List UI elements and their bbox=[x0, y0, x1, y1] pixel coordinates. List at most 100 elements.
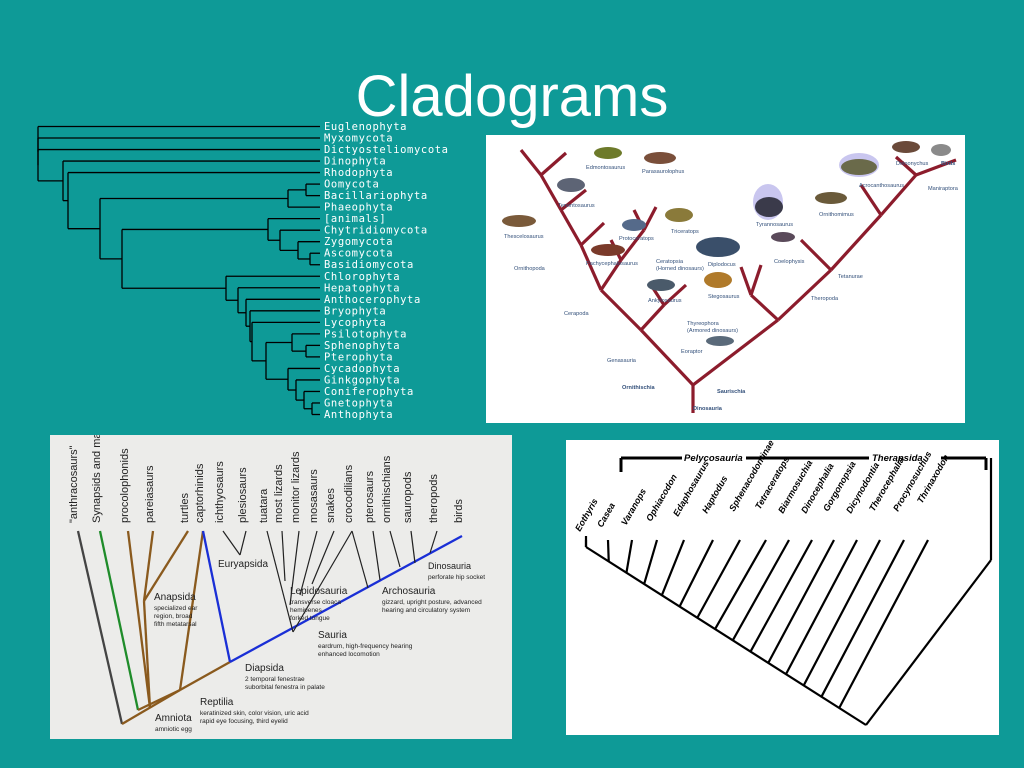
taxon-label: Rhodophyta bbox=[324, 167, 393, 179]
anapsida-label: Anapsida bbox=[154, 592, 196, 603]
label-deinonychus: Deinonychus bbox=[896, 161, 929, 167]
taxon-label: Oomycota bbox=[324, 179, 379, 191]
euryapsid-branch bbox=[222, 530, 241, 556]
label-tenontosaurus: Tenontosaurus bbox=[558, 203, 595, 209]
clade-branch bbox=[749, 264, 763, 296]
acrocanthosaurus-figure bbox=[841, 159, 877, 175]
taxon-label: most lizards bbox=[273, 464, 285, 523]
taxon-label: Bryophyta bbox=[324, 305, 386, 317]
sauria-label: Sauria bbox=[318, 630, 347, 641]
protoceratops-figure bbox=[622, 219, 646, 231]
label-coelophysis: Coelophysis bbox=[774, 259, 805, 265]
taxon-label: Gnetophyta bbox=[324, 397, 393, 409]
anapsida-label-desc: specialized ear bbox=[154, 605, 198, 612]
label-genasauria: Genasauria bbox=[607, 358, 637, 364]
taxon-label: Ascomycota bbox=[324, 248, 393, 260]
clade-branch bbox=[639, 328, 695, 387]
taxon-branch bbox=[767, 539, 835, 664]
taxon-label: Anthocerophyta bbox=[324, 294, 421, 306]
taxon-label: pareiasaurs bbox=[144, 465, 156, 523]
amniota-label-desc: amniotic egg bbox=[155, 726, 192, 733]
stegosaurus-figure bbox=[704, 272, 732, 288]
archosaur-branch bbox=[372, 530, 381, 581]
taxon-label: Myxomycota bbox=[324, 133, 393, 145]
clade-branch bbox=[559, 209, 583, 246]
taxon-label: Euglenophyta bbox=[324, 121, 407, 133]
taxon-label: plesiosaurs bbox=[237, 467, 249, 523]
taxon-label: Psilotophyta bbox=[324, 328, 407, 340]
diapsida-label-desc: suborbital fenestra in palate bbox=[245, 684, 325, 691]
taxon-label: Bacillariophyta bbox=[324, 190, 428, 202]
label-ceratopsia: Ceratopsia bbox=[656, 259, 684, 265]
eoraptor-figure bbox=[706, 336, 734, 346]
taxon-label: Dictyosteliomycota bbox=[324, 144, 449, 156]
clade-branch bbox=[915, 158, 957, 177]
taxon-label: Varanops bbox=[619, 487, 648, 527]
clade-branch bbox=[599, 288, 643, 332]
archosauria-label: Archosauria bbox=[382, 586, 436, 597]
clade-branch bbox=[619, 229, 646, 261]
diapsid-branch bbox=[201, 530, 232, 663]
taxon-label: Anthophyta bbox=[324, 409, 393, 421]
label-ornithischia: Ornithischia bbox=[622, 385, 656, 391]
clade-branch bbox=[749, 293, 780, 322]
anapsida-label-desc: region, broad bbox=[154, 613, 193, 620]
taxon-label: Dinophyta bbox=[324, 156, 386, 168]
label-edmontosaurus: Edmontosaurus bbox=[586, 165, 625, 171]
taxon-label: procolophonids bbox=[119, 448, 131, 523]
taxon-label: Zygomycota bbox=[324, 236, 393, 248]
taxon-label: pterosaurs bbox=[364, 471, 376, 523]
clade-branch bbox=[776, 268, 833, 322]
birds-figure bbox=[931, 144, 951, 156]
clade-branch bbox=[579, 244, 603, 291]
label-birds: Birds bbox=[941, 161, 955, 167]
clade-branch bbox=[894, 155, 918, 177]
label-ornithopoda: Ornithopoda bbox=[514, 266, 546, 272]
clade-branch bbox=[539, 174, 563, 211]
taxon-label: sauropods bbox=[402, 471, 414, 523]
taxon-label: Pterophyta bbox=[324, 351, 393, 363]
archosauria-label-desc: gizzard, upright posture, advanced bbox=[382, 599, 482, 606]
taxon-label: Sphenacodontinae bbox=[727, 440, 776, 513]
lepidosaur-branch bbox=[289, 530, 300, 606]
label-cerapoda: Cerapoda bbox=[564, 311, 589, 317]
taxon-branch bbox=[660, 539, 686, 596]
diplodocus-figure bbox=[696, 237, 740, 257]
clade-branch bbox=[539, 151, 568, 177]
ornithomimus-figure bbox=[815, 192, 847, 204]
lepidosaur-branch bbox=[266, 530, 294, 633]
taxon-branch bbox=[785, 539, 858, 675]
clade-branch bbox=[662, 283, 688, 307]
taxon-label: Chlorophyta bbox=[324, 271, 400, 283]
anapsid-branch bbox=[143, 530, 189, 602]
clade-branch bbox=[799, 238, 833, 272]
taxon-label: Haptodus bbox=[700, 474, 729, 515]
dinosauria-label: Dinosauria bbox=[428, 561, 471, 571]
taxon-branch bbox=[696, 539, 741, 619]
taxon-label: Lycophyta bbox=[324, 317, 386, 329]
group-label-pelycosauria: Pelycosauria bbox=[684, 453, 743, 464]
label-thyreophora: Thyreophora bbox=[687, 321, 720, 327]
taxon-label: Sphenophyta bbox=[324, 340, 400, 352]
reptilia-label: Reptilia bbox=[200, 697, 234, 708]
taxon-branch bbox=[749, 539, 813, 652]
lepidosauria-label: Lepidosauria bbox=[290, 586, 348, 597]
amniota-stem bbox=[121, 689, 181, 725]
clade-branch bbox=[599, 259, 623, 291]
edmontosaurus-figure bbox=[594, 147, 622, 159]
euryapsida-label: Euryapsida bbox=[218, 559, 268, 570]
lepidosaur-branch bbox=[311, 530, 335, 585]
sauria-label-desc: enhanced locomotion bbox=[318, 651, 380, 658]
ankylosaurus-figure bbox=[647, 279, 675, 291]
clade-branch bbox=[829, 213, 883, 272]
anapsid-branch bbox=[142, 530, 155, 602]
clade-branch bbox=[579, 221, 606, 247]
taxon-branch bbox=[714, 539, 767, 630]
archosaur-branch bbox=[429, 530, 438, 554]
label-ornithomimus: Ornithomimus bbox=[819, 212, 854, 218]
label-saurischia: Saurischia bbox=[717, 389, 746, 395]
reptilia-label-desc: rapid eye focusing, third eyelid bbox=[200, 718, 288, 725]
label-acrocanthosaurus: Acrocanthosaurus bbox=[859, 183, 904, 189]
